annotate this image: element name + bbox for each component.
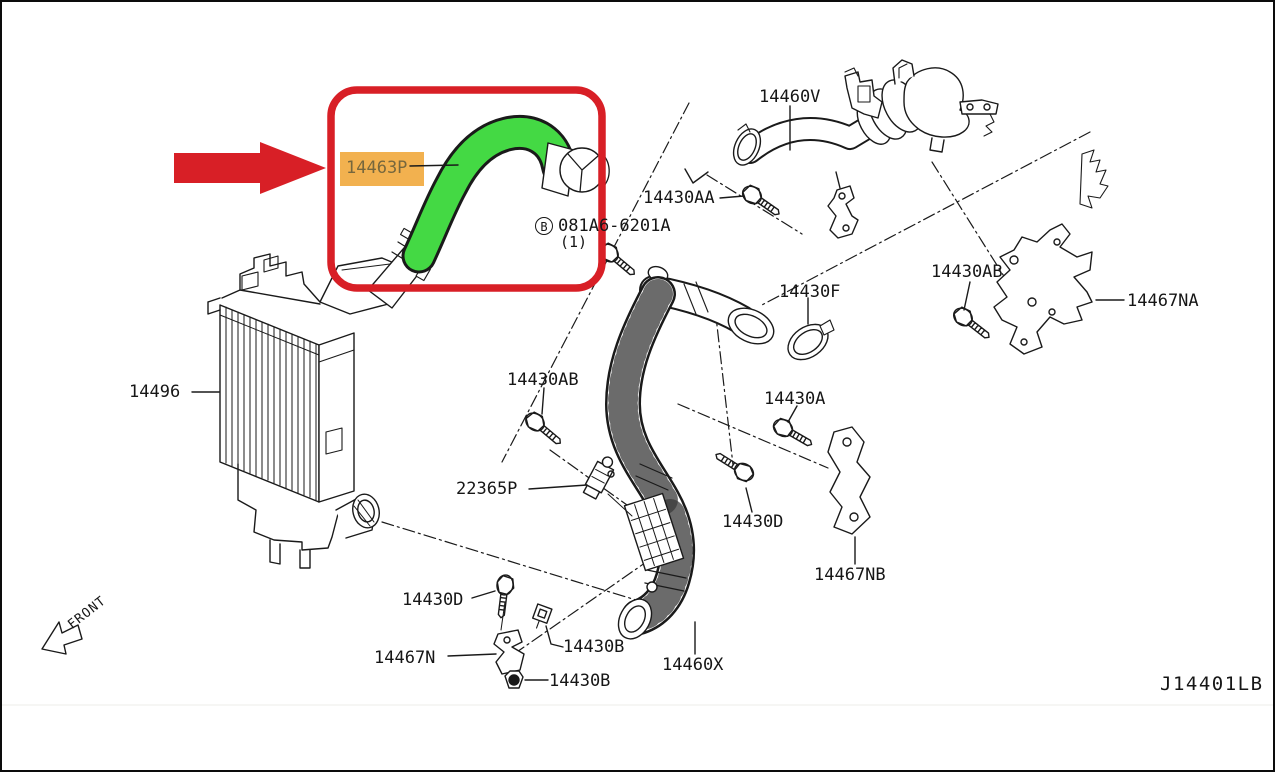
leader-14467n	[447, 653, 497, 657]
part-label-22365p: 22365P	[456, 479, 518, 499]
part-label-14430a: 14430A	[764, 389, 826, 409]
bolt-14430ab-mid-drawing	[521, 407, 567, 451]
bolt-14430ab-right-drawing	[949, 303, 996, 345]
part-label-14430aa: 14430AA	[643, 188, 715, 208]
part-label-14460x: 14460X	[662, 655, 724, 675]
part-label-14430ab-mid: 14430AB	[507, 370, 579, 390]
leader-14430ab-mid	[541, 387, 545, 415]
fastener-code-label: 081A6-6201A	[558, 216, 671, 236]
diagram-id-code: J14401LB	[1160, 673, 1264, 695]
alignment-check-mark	[684, 168, 709, 184]
leader-14430ab-right	[963, 281, 971, 311]
leader-14430d-right	[745, 487, 753, 513]
leader-14430b-mid	[545, 625, 564, 648]
bracket-14467na-drawing	[993, 223, 1093, 355]
part-label-14460v: 14460V	[759, 87, 821, 107]
part-label-14430b-mid: 14430B	[563, 637, 625, 657]
fastener-prefix-badge: B	[535, 217, 553, 235]
highlight-label-background	[340, 152, 424, 186]
bolt-14430a-drawing	[769, 414, 817, 453]
nut-14430b-drawing	[504, 670, 524, 689]
bolt-14430d-left-drawing	[492, 573, 516, 620]
bracket-14467n-drawing	[493, 601, 525, 675]
part-label-14496: 14496	[129, 382, 181, 402]
red-highlight-box	[327, 86, 606, 292]
clip-14430b-drawing	[531, 603, 553, 629]
sensor-22365p-drawing	[582, 456, 615, 500]
part-label-14430d-right: 14430D	[722, 512, 784, 532]
bolt-14430d-right-drawing	[710, 447, 758, 486]
part-label-14430f: 14430F	[779, 282, 841, 302]
leader-14430a	[787, 405, 798, 423]
leader-22365p	[528, 484, 588, 490]
part-label-14430ab-right: 14430AB	[931, 262, 1003, 282]
part-label-14467na: 14467NA	[1127, 291, 1199, 311]
bolt-14430aa-drawing	[738, 181, 785, 222]
fastener-qty-label: (1)	[560, 233, 588, 251]
part-label-14467nb: 14467NB	[814, 565, 886, 585]
resonator-hose-drawing	[732, 59, 1109, 239]
leader-14430aa	[719, 195, 745, 199]
bracket-14467nb-drawing	[827, 426, 871, 535]
sensor-bolt-dot	[607, 470, 615, 478]
part-label-14467n: 14467N	[374, 648, 436, 668]
front-direction-arrow	[41, 621, 83, 655]
clamp-14430f-drawing	[787, 319, 835, 361]
highlighted-hose-drawing	[367, 115, 610, 309]
part-label-14430d-left: 14430D	[402, 590, 464, 610]
leader-14463p	[409, 164, 459, 167]
mid-hose-drawing	[605, 265, 775, 640]
part-label-14430b-bottom: 14430B	[549, 671, 611, 691]
intercooler-drawing	[207, 253, 407, 569]
sensor-link-line	[607, 493, 633, 517]
red-pointer-arrow	[174, 142, 326, 194]
leader-14430d-left	[471, 590, 496, 599]
part-label-14463p: 14463P	[346, 158, 408, 178]
